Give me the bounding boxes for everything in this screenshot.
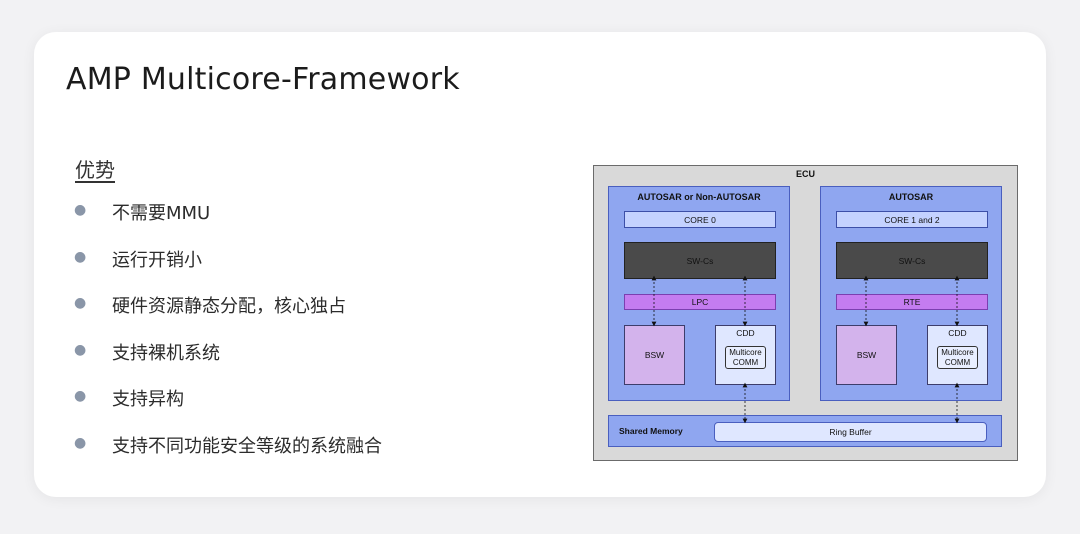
right-partition-title: AUTOSAR: [888, 192, 934, 202]
list-item: ●支持裸机系统: [72, 339, 382, 386]
right-core-box: CORE 1 and 2: [836, 211, 988, 228]
list-item: ●支持异构: [72, 385, 382, 432]
list-item: ●支持不同功能安全等级的系统融合: [72, 432, 382, 479]
left-cdd-label: CDD: [736, 328, 755, 338]
slide-title: AMP Multicore-Framework: [66, 62, 460, 97]
right-cdd-label: CDD: [948, 328, 967, 338]
right-rte-box: RTE: [836, 294, 988, 310]
left-core-box: CORE 0: [624, 211, 776, 228]
slide-card: AMP Multicore-Framework 优势 ●不需要MMU ●运行开销…: [34, 32, 1046, 497]
list-item: ●运行开销小: [72, 246, 382, 293]
right-swc-box: SW-Cs: [836, 242, 988, 279]
bullet-icon: ●: [74, 202, 87, 218]
connector-arrows: [651, 275, 960, 424]
ring-buffer-box: Ring Buffer: [714, 422, 987, 442]
list-item: ●不需要MMU: [72, 199, 382, 246]
shared-memory-region: Shared Memory Ring Buffer: [608, 415, 1002, 447]
left-partition: AUTOSAR or Non-AUTOSAR CORE 0 SW-Cs LPC …: [608, 186, 790, 401]
left-cdd-box: CDD Multicore COMM: [715, 325, 776, 385]
bullet-icon: ●: [74, 248, 87, 265]
ecu-label: ECU: [795, 169, 815, 179]
right-multicore-comm: Multicore COMM: [937, 346, 978, 369]
bullet-icon: ●: [74, 295, 87, 311]
right-cdd-box: CDD Multicore COMM: [927, 325, 988, 385]
list-item: ●硬件资源静态分配，核心独占: [72, 292, 382, 339]
right-partition: AUTOSAR CORE 1 and 2 SW-Cs RTE BSW CDD M…: [820, 186, 1002, 401]
left-lpc-box: LPC: [624, 294, 776, 310]
ecu-diagram: ECU AUTOSAR or Non-AUTOSAR CORE 0 SW-Cs …: [593, 165, 1018, 461]
left-bsw-box: BSW: [624, 325, 685, 385]
bullet-icon: ●: [74, 434, 87, 451]
advantages-heading: 优势: [75, 158, 115, 182]
bullet-icon: ●: [74, 388, 87, 404]
advantages-list: ●不需要MMU ●运行开销小 ●硬件资源静态分配，核心独占 ●支持裸机系统 ●支…: [72, 199, 382, 478]
bullet-icon: ●: [74, 341, 87, 358]
left-partition-title: AUTOSAR or Non-AUTOSAR: [637, 192, 761, 202]
left-multicore-comm: Multicore COMM: [725, 346, 766, 369]
left-swc-box: SW-Cs: [624, 242, 776, 279]
shared-memory-label: Shared Memory: [619, 426, 683, 436]
right-bsw-box: BSW: [836, 325, 897, 385]
